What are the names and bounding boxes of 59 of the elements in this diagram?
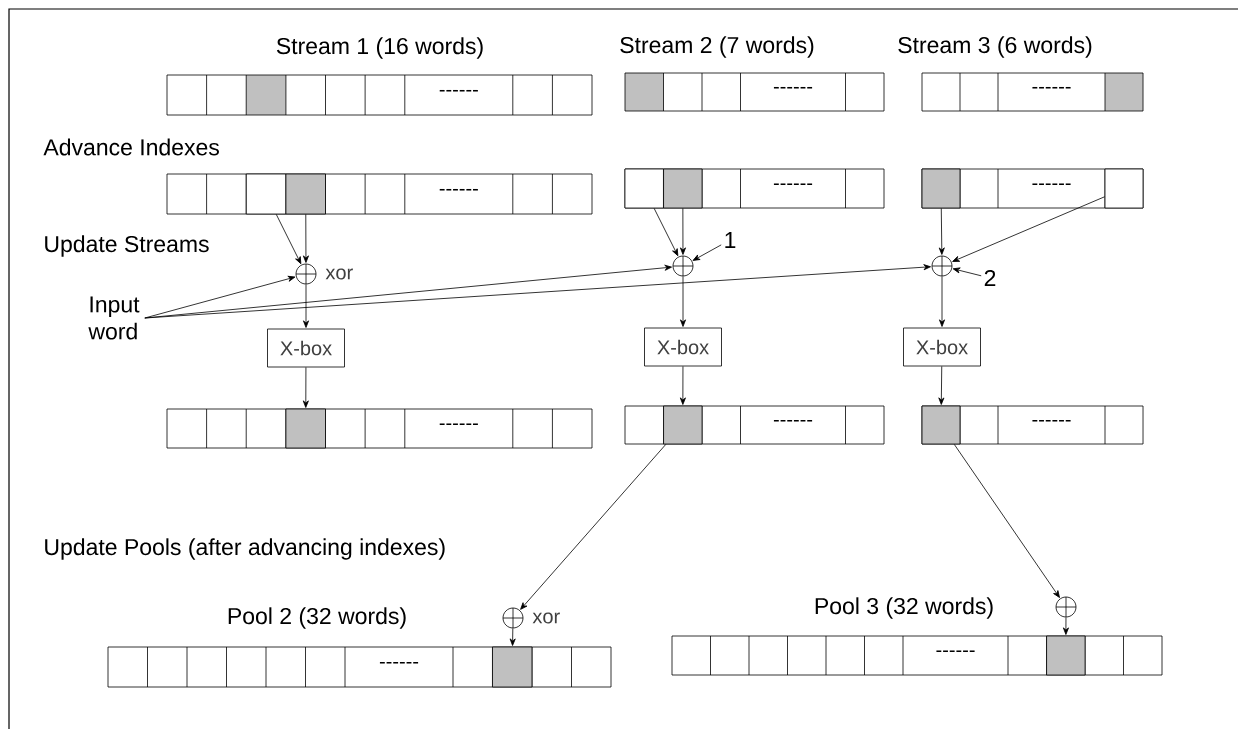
arrow — [679, 208, 686, 255]
ellipsis-dashes: ------ — [1032, 183, 1071, 185]
arrow — [1062, 617, 1069, 635]
arrow — [938, 208, 945, 255]
ellipsis-dashes: ------ — [773, 183, 813, 185]
ellipsis-dashes: ------ — [936, 650, 975, 652]
process-box: X-box — [267, 328, 345, 368]
arrow — [509, 628, 516, 646]
array-cell — [492, 646, 533, 688]
array-cell — [1046, 635, 1086, 676]
array-cell — [285, 408, 326, 449]
ellipsis-dashes: ------ — [773, 419, 813, 422]
array-cell — [1104, 168, 1144, 209]
arrow — [653, 208, 679, 257]
arrow — [952, 196, 1105, 262]
callout-number: 2 — [984, 270, 996, 287]
ellipsis-dashes: ------ — [439, 89, 478, 92]
ellipsis-dashes: ------ — [1032, 419, 1071, 422]
section-heading: Advance Indexes — [43, 138, 219, 156]
array-cell — [285, 173, 326, 215]
arrow — [275, 214, 302, 265]
section-heading: Update Pools (after advancing indexes) — [45, 538, 445, 560]
ellipsis-dashes: ------ — [773, 86, 813, 89]
array-cell — [245, 173, 287, 215]
array-title: Pool 2 (32 words) — [228, 607, 406, 629]
arrow — [939, 276, 945, 327]
array-title: Stream 1 (16 words) — [276, 37, 483, 59]
arrow — [680, 276, 686, 327]
array-title: Stream 3 (6 words) — [898, 36, 1092, 58]
array-cell — [663, 405, 703, 445]
xor-symbol — [672, 255, 694, 277]
section-heading: Update Streams — [45, 235, 209, 257]
array-cell — [624, 168, 664, 209]
array-cell — [921, 168, 961, 209]
operator-label: xor — [325, 268, 353, 280]
ellipsis-dashes: ------ — [379, 661, 419, 664]
input-label: Input word — [88, 296, 140, 340]
arrow — [302, 214, 309, 263]
ellipsis-dashes: ------ — [439, 188, 478, 191]
arrow — [938, 366, 945, 405]
callout-number: 1 — [725, 232, 736, 248]
arrow — [692, 244, 722, 261]
process-box: X-box — [903, 327, 981, 367]
arrow — [953, 444, 1060, 598]
arrow — [952, 267, 982, 277]
xor-symbol — [931, 255, 953, 277]
ellipsis-dashes: ------ — [439, 423, 478, 425]
arrow — [302, 367, 309, 408]
ellipsis-dashes: ------ — [1032, 86, 1071, 89]
arrow — [144, 264, 931, 319]
array-cell — [921, 405, 961, 445]
process-box: X-box — [644, 327, 722, 367]
arrow — [303, 284, 309, 328]
arrow — [520, 444, 667, 610]
array-cell — [663, 168, 703, 209]
array-title: Pool 3 (32 words) — [815, 597, 993, 619]
array-title: Stream 2 (7 words) — [620, 36, 814, 58]
arrow — [679, 366, 686, 405]
operator-label: xor — [532, 612, 560, 624]
